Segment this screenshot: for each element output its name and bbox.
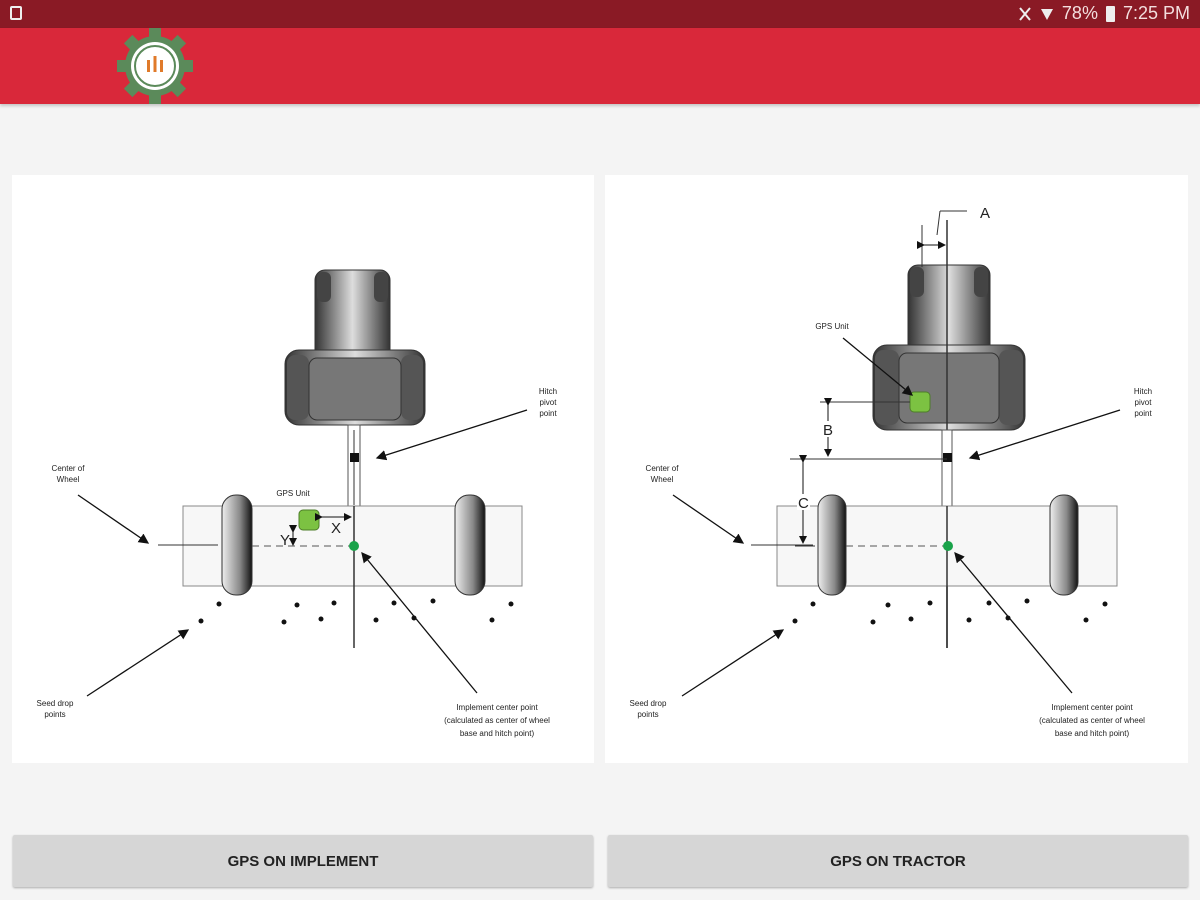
mute-icon bbox=[1019, 6, 1031, 21]
battery-level: 78% bbox=[1061, 3, 1098, 23]
dimension-y: Y bbox=[280, 532, 290, 549]
tractor-icon bbox=[284, 269, 426, 426]
tractor-icon bbox=[872, 264, 1026, 431]
battery-charging-icon bbox=[1105, 5, 1115, 22]
implement-center-point bbox=[349, 541, 359, 551]
gps-unit bbox=[909, 391, 931, 413]
screenshot-icon bbox=[10, 6, 22, 20]
dimension-c: C bbox=[798, 495, 809, 512]
gps-on-tractor-button[interactable]: GPS ON TRACTOR bbox=[608, 835, 1188, 887]
svg-text:GPS Unit: GPS Unit bbox=[815, 322, 849, 331]
svg-text:GPS Unit: GPS Unit bbox=[276, 489, 310, 498]
gps-on-implement-button[interactable]: GPS ON IMPLEMENT bbox=[13, 835, 593, 887]
app-bar bbox=[0, 28, 1200, 104]
dimension-x: X bbox=[331, 520, 341, 537]
status-bar: 78% 7:25 PM bbox=[0, 0, 1200, 28]
svg-text:Implement center point(calcula: Implement center point(calculated as cen… bbox=[444, 703, 550, 738]
hitch-point bbox=[350, 453, 359, 462]
wifi-icon bbox=[1040, 8, 1053, 20]
implement-center-point bbox=[943, 541, 953, 551]
svg-text:Implement center point(calcula: Implement center point(calculated as cen… bbox=[1039, 703, 1145, 738]
hitch-point bbox=[943, 453, 952, 462]
dimension-b: B bbox=[823, 422, 833, 439]
clock: 7:25 PM bbox=[1122, 3, 1190, 23]
dimension-a: A bbox=[980, 205, 990, 222]
app-logo bbox=[117, 28, 193, 104]
gps-unit bbox=[298, 509, 320, 531]
